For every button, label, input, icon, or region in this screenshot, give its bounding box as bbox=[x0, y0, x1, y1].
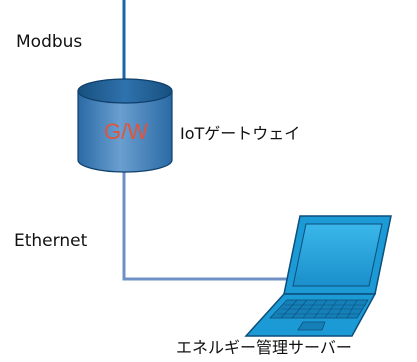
gateway-caption: IoTゲートウェイ bbox=[180, 124, 301, 143]
ethernet-label: Ethernet bbox=[14, 231, 88, 251]
server-caption: エネルギー管理サーバー bbox=[176, 338, 352, 357]
modbus-label: Modbus bbox=[16, 32, 83, 52]
gateway-symbol-text: G/W bbox=[104, 119, 148, 144]
cylinder-gateway-icon bbox=[77, 78, 173, 173]
ethernet-line bbox=[122, 168, 300, 281]
laptop-icon bbox=[244, 215, 392, 337]
